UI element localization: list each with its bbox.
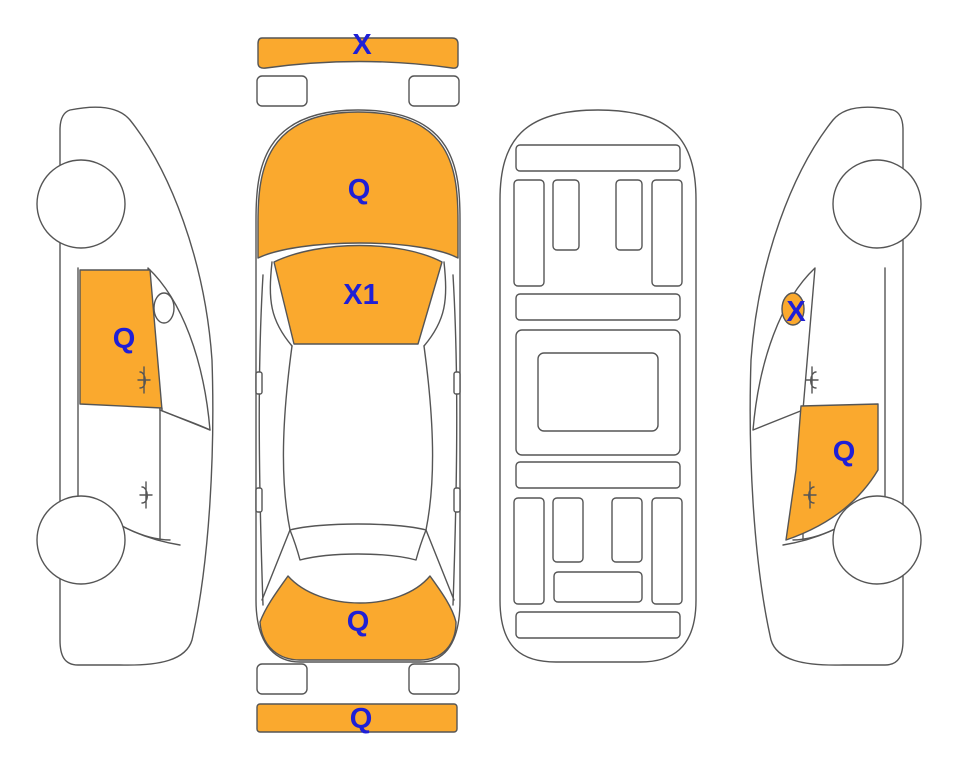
- car-body-top: [255, 109, 461, 663]
- mirror-top-left: [255, 371, 263, 395]
- right-rear-door-code: Q: [833, 436, 856, 468]
- rear-bumper-panel[interactable]: [256, 703, 458, 733]
- under-front-right-inner: [615, 179, 643, 251]
- right-rear-wheel: [832, 495, 922, 585]
- right-front-wheel: [832, 159, 922, 249]
- windshield-code: X1: [343, 279, 378, 311]
- hood-panel[interactable]: [257, 111, 459, 259]
- c-pillar-left: [261, 529, 291, 601]
- under-front-right-outer: [651, 179, 683, 287]
- left-rear-wheel: [36, 495, 126, 585]
- rear-bumper-code: Q: [350, 703, 373, 735]
- trunk-code: Q: [347, 606, 370, 638]
- under-rear-left-outer: [513, 497, 545, 605]
- right-handle-rear: [803, 481, 817, 509]
- roof-outline: [282, 345, 434, 531]
- a-pillar-left: [269, 261, 293, 347]
- taillight-right: [408, 663, 460, 695]
- taillight-left: [256, 663, 308, 695]
- c-pillar-right: [425, 529, 455, 601]
- handle-top-right: [453, 487, 461, 513]
- top-view: X Q X1 Q Q: [255, 29, 461, 735]
- hood-code: Q: [348, 174, 371, 206]
- mirror-top-right: [453, 371, 461, 395]
- under-front-left-inner: [552, 179, 580, 251]
- left-body-line: [258, 274, 264, 606]
- right-window-frame: [752, 267, 816, 431]
- a-pillar-right: [423, 261, 447, 347]
- left-sill: [159, 409, 211, 431]
- trunk-panel[interactable]: [259, 575, 457, 661]
- under-rear-right-outer: [651, 497, 683, 605]
- under-rear-cross: [553, 571, 643, 603]
- handle-top-left: [255, 487, 263, 513]
- left-front-wheel: [36, 159, 126, 249]
- right-handle-front: [805, 366, 819, 394]
- right-side-view: Q X: [749, 106, 922, 666]
- windshield-panel[interactable]: [273, 244, 443, 345]
- rear-window-line: [289, 529, 427, 561]
- under-mid-bar-1: [515, 293, 681, 321]
- right-rear-door-panel[interactable]: [785, 403, 879, 541]
- right-mirror-panel[interactable]: [781, 292, 805, 326]
- left-mirror: [153, 292, 175, 324]
- front-bumper-panel[interactable]: [257, 37, 459, 69]
- underside-view: [499, 109, 697, 663]
- front-bumper-code: X: [352, 29, 372, 61]
- right-mirror-code: X: [786, 296, 806, 328]
- under-center-plate: [537, 352, 659, 432]
- under-front-bar: [515, 144, 681, 172]
- under-rear-left-inner: [552, 497, 584, 563]
- left-front-door-code: Q: [113, 323, 136, 355]
- right-body-line: [452, 274, 458, 606]
- headlight-right: [408, 75, 460, 107]
- left-front-door-panel[interactable]: [79, 269, 163, 411]
- under-mid-bar-2: [515, 461, 681, 489]
- left-handle-rear: [139, 481, 153, 509]
- under-front-left-outer: [513, 179, 545, 287]
- under-rear-bar: [515, 611, 681, 639]
- under-rear-right-inner: [611, 497, 643, 563]
- left-side-view: Q: [36, 106, 214, 666]
- left-handle-front: [137, 366, 151, 394]
- headlight-left: [256, 75, 308, 107]
